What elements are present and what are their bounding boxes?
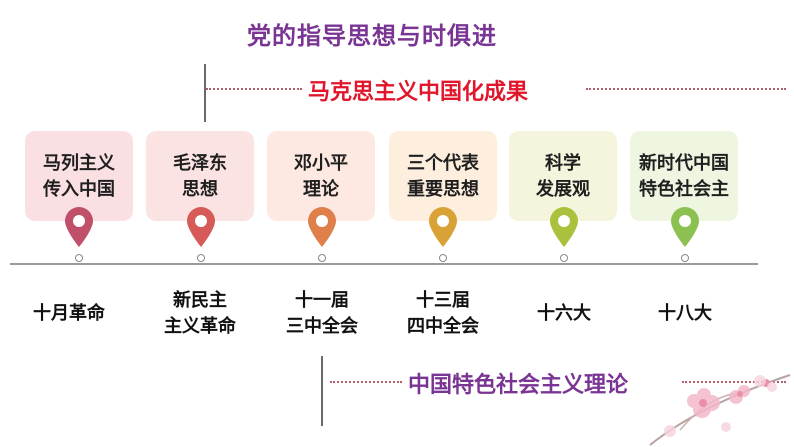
map-pin-icon [671, 207, 699, 247]
dotted-rule-bottom-right [682, 381, 786, 383]
map-pin-icon [65, 207, 93, 247]
map-pin-icon [550, 207, 578, 247]
timeline-event: 十六大 [537, 303, 591, 324]
stage-card-label: 科学 发展观 [536, 153, 590, 200]
stage-card-label: 新时代中国 特色社会主 [639, 153, 729, 200]
stage-card-label: 三个代表 重要思想 [407, 153, 479, 200]
timeline-event: 十月革命 [33, 303, 105, 324]
stage-card-5: 科学 发展观 [509, 131, 617, 221]
timeline-event: 十八大 [658, 303, 712, 324]
timeline-dot [439, 254, 447, 262]
map-pin-icon [187, 207, 215, 247]
dotted-rule-bottom-left [330, 381, 402, 383]
map-pin-icon [429, 207, 457, 247]
stage-card-6: 新时代中国 特色社会主 [630, 131, 738, 221]
dotted-rule-top-left [206, 88, 302, 90]
divider-vertical-bottom [321, 356, 323, 426]
timeline-event: 十三届 四中全会 [407, 290, 479, 337]
stage-card-1: 马列主义 传入中国 [25, 131, 133, 221]
map-pin-icon [308, 207, 336, 247]
dotted-rule-top-right [586, 88, 786, 90]
stage-card-label: 毛泽东 思想 [173, 153, 227, 200]
timeline-dot [318, 254, 326, 262]
stage-card-4: 三个代表 重要思想 [389, 131, 497, 221]
timeline-event: 新民主 主义革命 [164, 290, 236, 337]
timeline-dot [197, 254, 205, 262]
stage-card-2: 毛泽东 思想 [146, 131, 254, 221]
timeline-dot [560, 254, 568, 262]
flower-decoration [649, 374, 791, 446]
stage-card-label: 邓小平 理论 [294, 153, 348, 200]
timeline-dot [681, 254, 689, 262]
page-title: 党的指导思想与时俱进 [247, 22, 497, 50]
timeline-dot [75, 254, 83, 262]
section-heading-achievements: 马克思主义中国化成果 [308, 80, 529, 105]
section-heading-socialism: 中国特色社会主义理论 [408, 373, 629, 398]
divider-vertical-top [204, 64, 206, 122]
stage-card-label: 马列主义 传入中国 [43, 153, 115, 200]
stage-card-3: 邓小平 理论 [267, 131, 375, 221]
timeline-event: 十一届 三中全会 [286, 290, 358, 337]
timeline-axis [10, 263, 758, 265]
